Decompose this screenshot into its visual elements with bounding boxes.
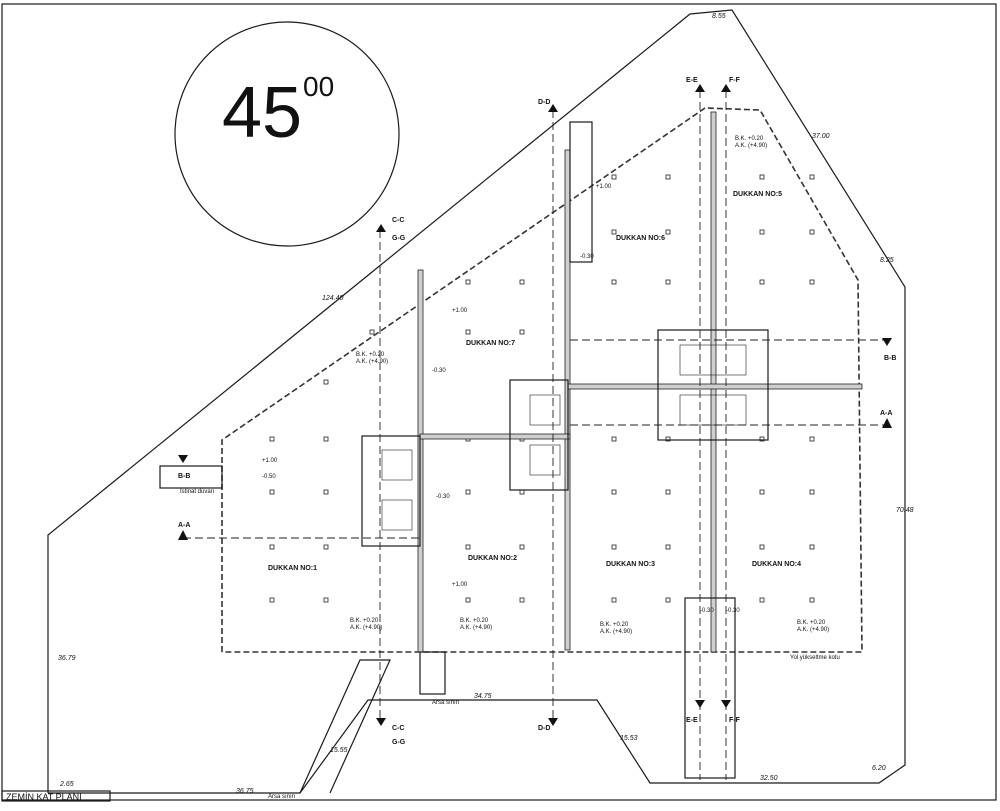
- section-marker-bb: B-B: [882, 338, 896, 362]
- ramp-left: [299, 659, 391, 794]
- column-grid: [269, 174, 815, 603]
- dim-diagonal-right: 37.00: [812, 133, 830, 140]
- svg-text:A.K. (+4.90): A.K. (+4.90): [735, 143, 767, 149]
- svg-text:+1.00: +1.00: [596, 184, 612, 190]
- dim-bottom-center: 34.75: [474, 693, 492, 700]
- svg-text:B.K. +0.20: B.K. +0.20: [356, 352, 385, 358]
- note-plot-limit-2: Arsa sınırı: [268, 794, 296, 800]
- svg-text:-0.50: -0.50: [262, 474, 276, 480]
- svg-text:+1.00: +1.00: [452, 308, 468, 314]
- dim-bottom-left: 36.75: [236, 788, 254, 795]
- scale-badge-main: 45: [222, 73, 302, 153]
- shop-label-5: DUKKAN NO:5: [733, 191, 782, 198]
- stair-core-center: [657, 329, 769, 441]
- svg-text:A.K. (+4.90): A.K. (+4.90): [600, 629, 632, 635]
- plot-boundary: [47, 9, 906, 794]
- stair-core-left: [361, 435, 421, 547]
- section-marker-ff-bottom: F-F: [721, 700, 741, 724]
- note-road-edge: Yol yükseltme kotu: [790, 655, 840, 661]
- shop-label-4: DUKKAN NO:4: [752, 561, 801, 568]
- sheet-border: [1, 3, 997, 801]
- svg-text:F-F: F-F: [729, 77, 741, 84]
- shop-label-6: DUKKAN NO:6: [616, 235, 665, 242]
- svg-text:B.K. +0.20: B.K. +0.20: [600, 622, 629, 628]
- level-annotation: B.K. +0.20 A.K. (+4.90) B.K. +0.20 A.K. …: [262, 136, 829, 635]
- svg-text:G-G: G-G: [392, 235, 406, 242]
- section-marker-cc-top: C-C: [376, 217, 404, 232]
- section-marker-bb-left: B-B: [178, 455, 190, 480]
- svg-text:+1.00: +1.00: [452, 582, 468, 588]
- dim-bottom-right: 6.20: [872, 765, 886, 772]
- dim-left-corner: 2.65: [59, 781, 74, 788]
- svg-text:B-B: B-B: [884, 355, 896, 362]
- section-marker-aa-left: A-A: [178, 522, 190, 540]
- svg-text:C-C: C-C: [392, 725, 404, 732]
- svg-text:B.K. +0.20: B.K. +0.20: [460, 618, 489, 624]
- dim-right: 70.48: [896, 507, 914, 514]
- dim-right-upper: 8.25: [880, 257, 894, 264]
- svg-text:-0.30: -0.30: [726, 608, 740, 614]
- svg-text:A.K. (+4.90): A.K. (+4.90): [460, 625, 492, 631]
- dim-bottom-left-slant: 15.55: [330, 747, 348, 754]
- section-marker-dd-top: D-D: [538, 99, 558, 112]
- shop-label-2: DUKKAN NO:2: [468, 555, 517, 562]
- shop-label-7: DUKKAN NO:7: [466, 340, 515, 347]
- svg-text:C-C: C-C: [392, 217, 404, 224]
- svg-text:+1.00: +1.00: [262, 458, 278, 464]
- svg-text:-0.30: -0.30: [432, 368, 446, 374]
- svg-text:E-E: E-E: [686, 77, 698, 84]
- shop-label-3: DUKKAN NO:3: [606, 561, 655, 568]
- svg-text:A.K. (+4.90): A.K. (+4.90): [356, 359, 388, 365]
- section-marker-ee-top: E-E: [686, 77, 705, 92]
- retaining-wall: [159, 465, 223, 489]
- section-marker-cc-bottom: C-C: [376, 718, 404, 732]
- svg-text:A-A: A-A: [880, 410, 892, 417]
- svg-text:D-D: D-D: [538, 725, 550, 732]
- dim-bottom-mid: 32.50: [760, 775, 778, 782]
- section-marker-gg: G-G G-G: [392, 235, 406, 746]
- building-outline: [221, 107, 863, 653]
- dim-bottom-slant: 15.53: [620, 735, 638, 742]
- corridor-beams: [417, 111, 863, 653]
- svg-text:F-F: F-F: [729, 717, 741, 724]
- svg-text:B.K. +0.20: B.K. +0.20: [797, 620, 826, 626]
- ramp-right: [684, 597, 736, 779]
- svg-text:G-G: G-G: [392, 739, 406, 746]
- section-marker-aa-right: A-A: [880, 410, 892, 428]
- svg-text:-0.30: -0.30: [700, 608, 714, 614]
- ramp-bottom: [419, 651, 446, 695]
- svg-text:E-E: E-E: [686, 717, 698, 724]
- svg-text:D-D: D-D: [538, 99, 550, 106]
- shop-label-1: DUKKAN NO:1: [268, 565, 317, 572]
- scale-badge-super: 00: [303, 71, 334, 102]
- ramp-top: [569, 121, 593, 263]
- plan-title: ZEMİN KAT PLANI: [6, 792, 82, 802]
- svg-text:B-B: B-B: [178, 473, 190, 480]
- note-retaining-wall: İstinat duvarı: [180, 488, 215, 495]
- scale-badge-circle: [174, 21, 400, 247]
- section-marker-dd-bottom: D-D: [538, 718, 558, 732]
- svg-text:B.K. +0.20: B.K. +0.20: [350, 618, 379, 624]
- note-plot-limit: Arsa sınırı: [432, 700, 460, 706]
- svg-text:A.K. (+4.90): A.K. (+4.90): [797, 627, 829, 633]
- svg-text:A.K. (+4.90): A.K. (+4.90): [350, 625, 382, 631]
- section-lines: [183, 90, 885, 780]
- dim-left: 36.79: [58, 655, 76, 662]
- stair-core-mid: [509, 379, 569, 491]
- dim-top: 8.55: [712, 13, 726, 20]
- svg-text:B.K. +0.20: B.K. +0.20: [735, 136, 764, 142]
- svg-text:-0.30: -0.30: [580, 254, 594, 260]
- title-block: [1, 790, 111, 802]
- section-marker-ff-top: F-F: [721, 77, 741, 92]
- section-marker-ee-bottom: E-E: [686, 700, 705, 724]
- dim-diagonal-left: 124.40: [322, 295, 344, 302]
- svg-text:A-A: A-A: [178, 522, 190, 529]
- svg-text:-0.30: -0.30: [436, 494, 450, 500]
